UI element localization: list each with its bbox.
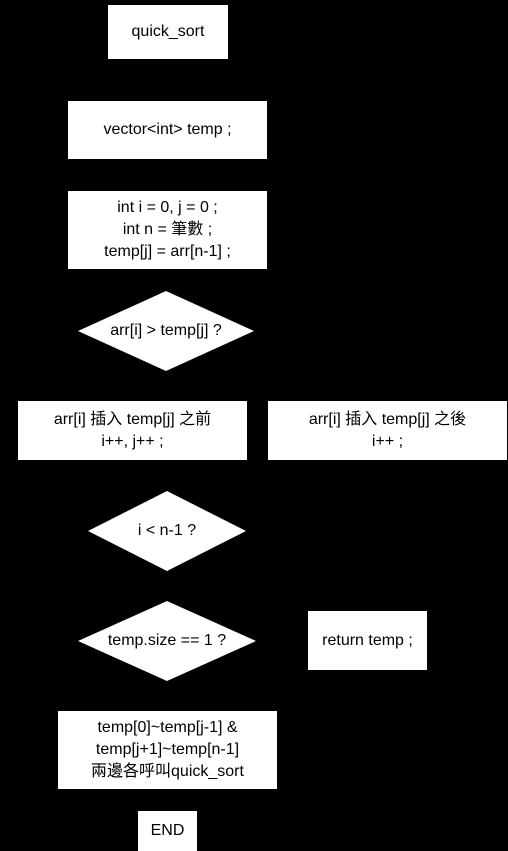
start-node: quick_sort xyxy=(108,5,228,59)
init-label: int i = 0, j = 0 ; int n = 筆數 ; temp[j] … xyxy=(104,199,231,260)
declare-temp-label: vector<int> temp ; xyxy=(103,121,232,138)
end-label: END xyxy=(150,822,185,839)
loop-check-label: i < n-1 ? xyxy=(137,522,197,539)
compare-label: arr[i] > temp[j] ? xyxy=(110,322,222,339)
compare-decision: arr[i] > temp[j] ? xyxy=(78,291,254,371)
recurse-node: temp[0]~temp[j-1] & temp[j+1]~temp[n-1] … xyxy=(58,711,277,789)
init-node: int i = 0, j = 0 ; int n = 筆數 ; temp[j] … xyxy=(68,191,267,269)
size-check-diamond-shape xyxy=(78,601,256,681)
recurse-label: temp[0]~temp[j-1] & temp[j+1]~temp[n-1] … xyxy=(91,719,244,780)
declare-temp-node: vector<int> temp ; xyxy=(68,101,267,159)
loop-check-diamond-shape xyxy=(88,491,246,571)
insert-after-node: arr[i] 插入 temp[j] 之後 i++ ; xyxy=(268,401,507,460)
insert-before-label: arr[i] 插入 temp[j] 之前 i++, j++ ; xyxy=(53,410,212,450)
return-temp-node: return temp ; xyxy=(308,611,427,670)
compare-diamond-shape xyxy=(78,291,254,371)
loop-check-decision: i < n-1 ? xyxy=(88,491,246,571)
size-check-label: temp.size == 1 ? xyxy=(107,632,227,649)
start-node-label: quick_sort xyxy=(131,23,205,40)
size-check-decision: temp.size == 1 ? xyxy=(78,601,256,681)
insert-after-label: arr[i] 插入 temp[j] 之後 i++ ; xyxy=(308,410,467,450)
return-temp-label: return temp ; xyxy=(322,631,413,649)
end-node: END xyxy=(138,811,197,851)
insert-before-node: arr[i] 插入 temp[j] 之前 i++, j++ ; xyxy=(18,401,247,460)
